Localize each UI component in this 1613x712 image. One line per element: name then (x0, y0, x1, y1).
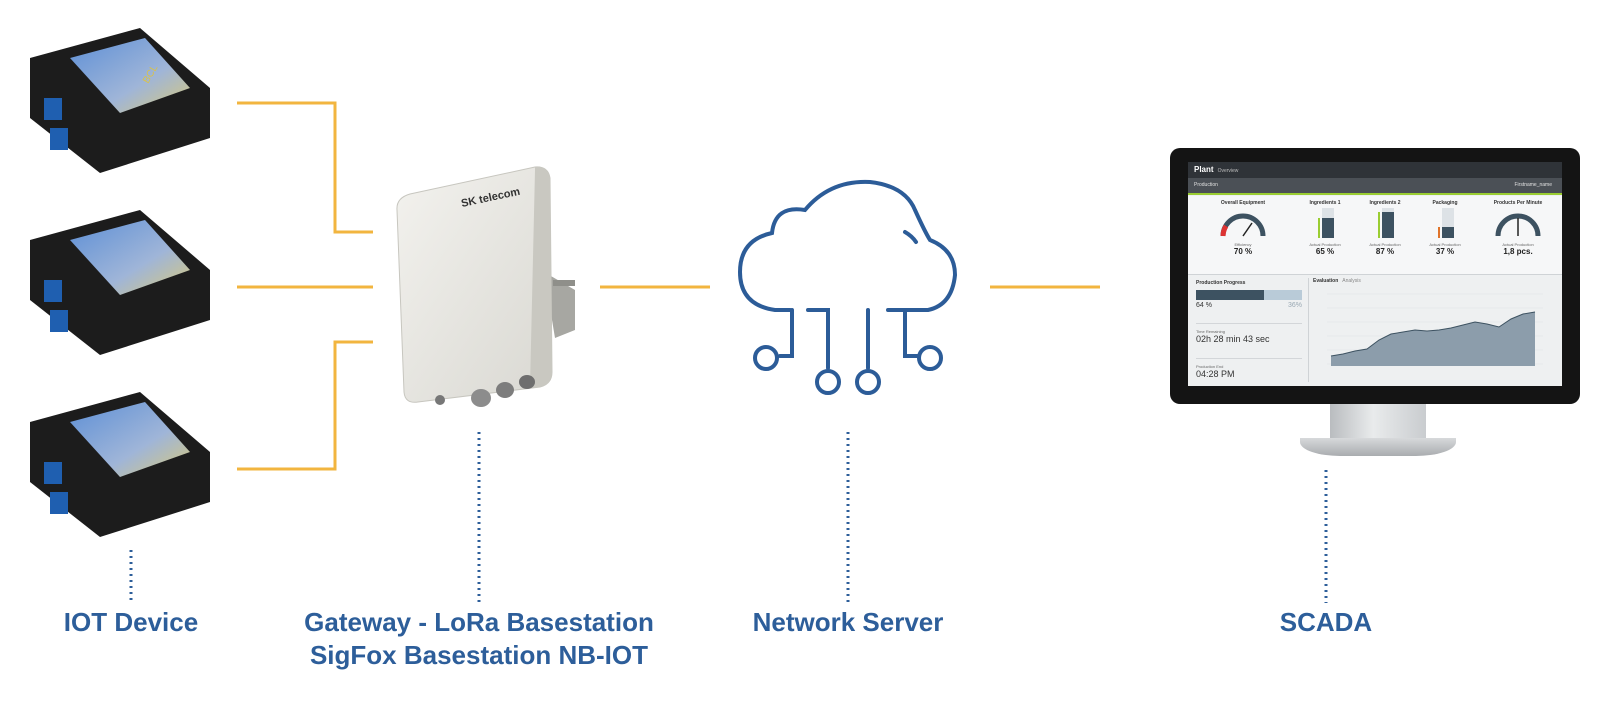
caption-scada-text: SCADA (1279, 607, 1373, 637)
kpi-value: 70 % (1233, 247, 1253, 256)
production-progress-title: Production Progress (1196, 280, 1246, 286)
kpi-caption: Actual Production (1502, 242, 1534, 247)
scada-app-title: Plant (1194, 165, 1214, 174)
iot-device-bottom (30, 392, 210, 537)
kpi-ingredients-1: Ingredients 1 Actual Production 65 % (1300, 200, 1350, 256)
level-bar-icon (1378, 208, 1394, 238)
time-remaining-label: Time Remaining (1196, 323, 1302, 334)
gauge-icon (1220, 213, 1266, 237)
caption-gateway-line2: SigFox Basestation NB-IOT (309, 640, 649, 670)
caption-gateway-line1: Gateway - LoRa Basestation (304, 607, 654, 637)
kpi-value: 65 % (1315, 247, 1335, 256)
device-gateway-connectors (237, 101, 373, 471)
kpi-title: Products Per Minute (1493, 200, 1543, 206)
production-remaining: 36% (1287, 302, 1302, 309)
production-progress-fill (1196, 290, 1264, 300)
scada-menu-label: Production (1194, 182, 1218, 188)
caption-scada: SCADA (1250, 606, 1402, 639)
kpi-title: Overall Equipment (1220, 200, 1266, 206)
production-progress-bar (1196, 290, 1302, 300)
monitor-stand-base (1300, 438, 1456, 456)
kpi-caption: Actual Production (1369, 242, 1401, 247)
caption-dotted-lines (129, 432, 1328, 603)
kpi-packaging: Packaging Actual Production 37 % (1420, 200, 1470, 256)
kpi-value: 37 % (1435, 247, 1455, 256)
connector-bottom (237, 340, 373, 471)
monitor-stand-neck (1330, 402, 1426, 442)
caption-iot-device: IOT Device (36, 606, 226, 639)
production-end-label: Production End (1196, 358, 1302, 369)
kpi-ingredients-2: Ingredients 2 Actual Production 87 % (1360, 200, 1410, 256)
iot-device-icon (30, 392, 210, 537)
evaluation-area-chart (1327, 293, 1543, 366)
evaluation-subtitle: Analysis (1342, 278, 1361, 284)
caption-network-server-text: Network Server (752, 607, 944, 637)
iot-device-middle (30, 210, 210, 355)
caption-iot-device-text: IOT Device (63, 607, 199, 637)
production-done: 64 % (1196, 302, 1212, 309)
production-progress-panel: Production Progress 64 % 36% Time Remain… (1196, 280, 1302, 379)
kpi-caption: Actual Production (1309, 242, 1341, 247)
level-bar-icon (1438, 208, 1454, 238)
production-end-value: 04:28 PM (1196, 369, 1235, 379)
caption-network-server: Network Server (740, 606, 956, 639)
kpi-caption: Efficiency (1234, 242, 1252, 247)
level-bar-icon (1318, 208, 1334, 238)
connector-top (237, 101, 373, 234)
gateway-antenna-icon: SK telecom (396, 166, 575, 407)
scada-user-label: Firstname_name (1514, 182, 1552, 188)
scada-app-subtitle: Overview (1217, 168, 1239, 174)
kpi-title: Packaging (1432, 200, 1458, 206)
gauge-icon (1495, 213, 1541, 237)
kpi-value: 87 % (1375, 247, 1395, 256)
caption-gateway: Gateway - LoRa Basestation SigFox Basest… (284, 606, 674, 672)
scada-kpi-row: Overall Equipment Efficiency 70 % Ingred… (1188, 196, 1562, 275)
kpi-value: 1,8 pcs. (1503, 247, 1533, 256)
iot-device-icon: BCL (30, 28, 210, 173)
time-remaining-value: 02h 28 min 43 sec (1196, 334, 1270, 344)
kpi-caption: Actual Production (1429, 242, 1461, 247)
kpi-title: Ingredients 2 (1369, 200, 1401, 206)
kpi-title: Ingredients 1 (1309, 200, 1341, 206)
kpi-products-per-minute: Products Per Minute Actual Production 1,… (1480, 200, 1556, 256)
cloud-network-icon (737, 179, 958, 395)
panel-divider (1308, 278, 1309, 382)
iot-device-top: BCL (30, 28, 210, 173)
iot-device-icon (30, 210, 210, 355)
kpi-overall-equipment: Overall Equipment Efficiency 70 % (1208, 200, 1278, 256)
scada-menu-bar: Production Firstname_name (1188, 178, 1562, 195)
evaluation-title: Evaluation (1313, 278, 1339, 284)
